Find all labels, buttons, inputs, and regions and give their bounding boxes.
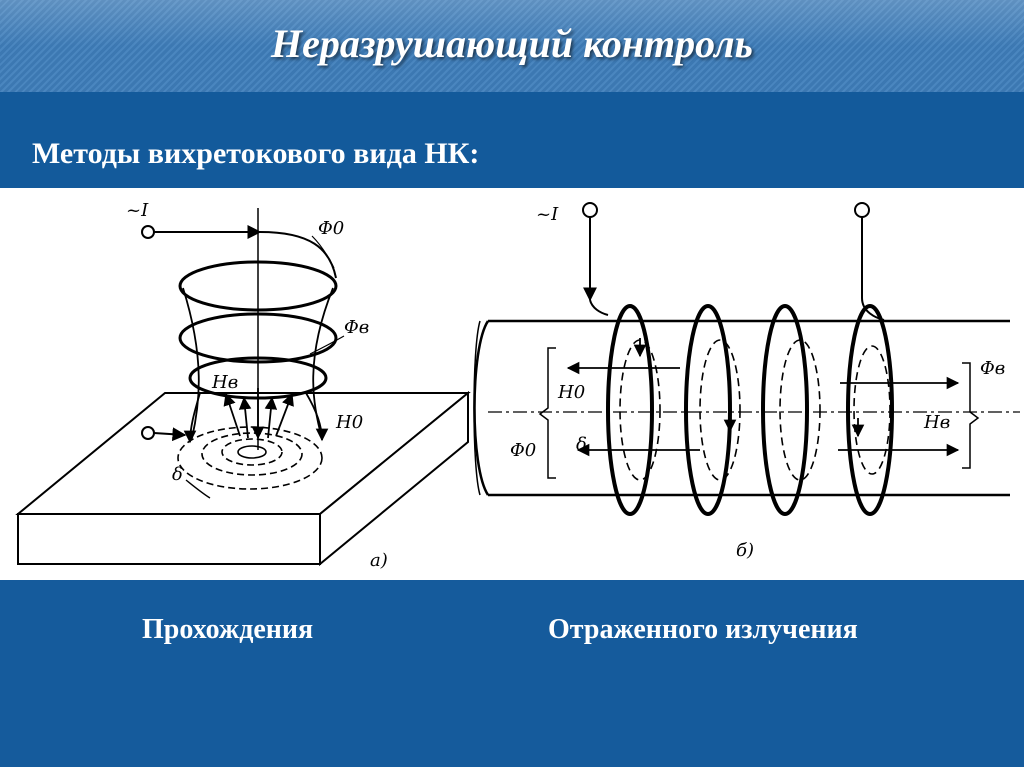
eddy-current-diagrams: ~I Φ0 Φв Hв H0 δ а)	[15, 200, 1020, 571]
diagram-a-panel-label: а)	[370, 550, 388, 571]
section-subtitle: Методы вихретокового вида НК:	[32, 137, 480, 170]
diagram-b-current-label: ~I	[536, 204, 559, 225]
caption-transmission: Прохождения	[142, 614, 314, 645]
diagram-a-field-primary: H0	[335, 412, 363, 433]
diagram-b-field-eddy: Hв	[923, 412, 950, 433]
diagram-a-flux-primary: Φ0	[318, 218, 344, 239]
field-arrows	[183, 388, 329, 444]
encircling-coil	[606, 304, 894, 516]
diagram-a	[15, 208, 471, 567]
caption-bar	[0, 580, 1024, 767]
diagram-a-current-label: ~I	[126, 200, 149, 221]
diagram-a-field-eddy: Hв	[211, 372, 238, 393]
diagram-a-flux-eddy: Φв	[344, 317, 369, 338]
diagram-b-flux-eddy: Φв	[980, 358, 1005, 379]
diagram-b-panel-label: б)	[736, 540, 754, 561]
test-rod	[473, 319, 1010, 497]
title-bar-shine	[0, 0, 1024, 46]
diagram-b	[473, 202, 1020, 516]
page-title: Неразрушающий контроль	[271, 21, 753, 66]
diagram-panel: ~I Φ0 Φв Hв H0 δ а)	[0, 188, 1024, 580]
diagram-a-labels: ~I Φ0 Φв Hв H0 δ а)	[126, 200, 388, 571]
test-plate	[15, 390, 471, 567]
diagram-b-depth-label: δ	[576, 434, 587, 455]
diagram-a-depth-label: δ	[172, 464, 183, 485]
caption-reflected: Отраженного излучения	[548, 614, 858, 645]
rod-field-arrows	[566, 338, 960, 457]
diagram-b-flux-primary: Φ0	[510, 440, 536, 461]
diagram-b-field-primary: H0	[557, 382, 585, 403]
diagram-b-labels: ~I H0 Φ0 δ Φв Hв б)	[510, 204, 1005, 561]
subtitle-bar	[0, 92, 1024, 188]
title-bar: Неразрушающий контроль	[0, 0, 1024, 92]
